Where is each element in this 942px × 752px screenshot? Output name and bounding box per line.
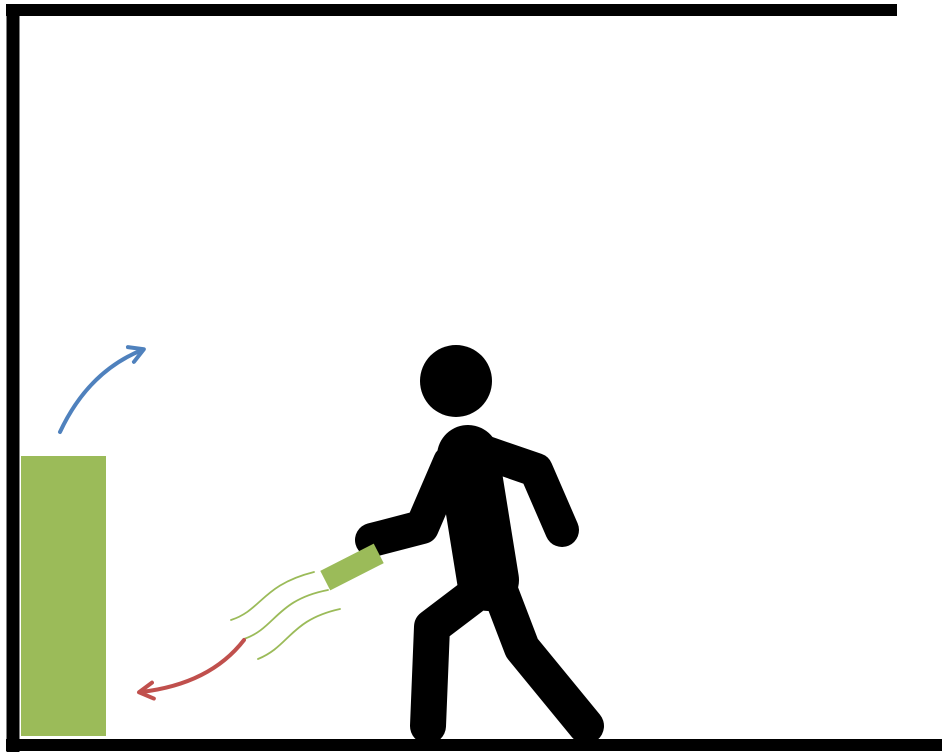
motion-lines — [231, 572, 340, 659]
person-back-leg — [428, 586, 486, 726]
green-block — [21, 456, 106, 736]
held-green-object — [320, 544, 383, 591]
curved-arrow-up — [60, 350, 142, 432]
person-front-leg — [496, 580, 586, 726]
person-torso — [468, 456, 488, 580]
motion-line-1 — [231, 572, 314, 620]
motion-line-3 — [258, 609, 340, 659]
curved-arrow-down — [141, 640, 244, 692]
motion-line-2 — [244, 590, 328, 639]
person-front-arm — [372, 462, 450, 540]
walking-person — [372, 345, 586, 726]
person-head — [420, 345, 492, 417]
